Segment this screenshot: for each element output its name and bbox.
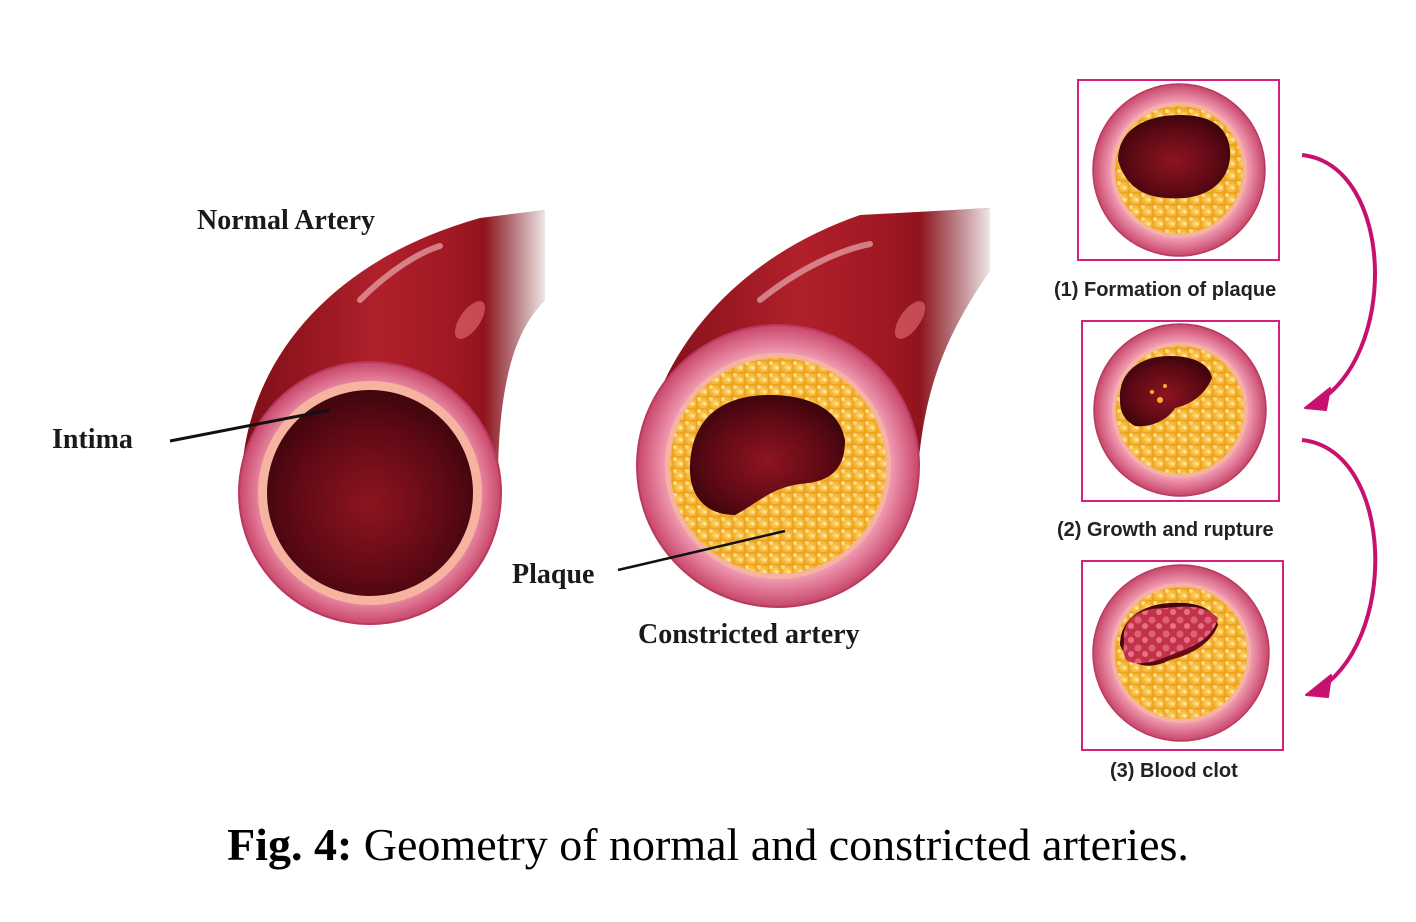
stage-3-panel (1081, 560, 1284, 751)
normal-artery-label: Normal Artery (197, 205, 376, 236)
figure-caption-text: Geometry of normal and constricted arter… (352, 819, 1189, 870)
stage-3-label: (3) Blood clot (1110, 760, 1238, 782)
arrow-stage-1-to-2 (1301, 153, 1377, 407)
plaque-leader-line (617, 529, 786, 572)
stage-2-lumen (1119, 356, 1212, 427)
stage-2-panel (1081, 320, 1280, 502)
arrow-stage-2-to-3 (1301, 438, 1378, 694)
normal-artery-illustration (238, 210, 545, 625)
stage-1-lumen (1118, 115, 1231, 199)
constricted-artery-label: Constricted artery (638, 619, 860, 650)
normal-artery-lumen (267, 390, 473, 596)
intima-label: Intima (52, 424, 133, 455)
intima-leader-line (169, 408, 331, 443)
figure-caption: Fig. 4: Geometry of normal and constrict… (0, 818, 1416, 871)
stage-3-blood-clot (1123, 606, 1218, 664)
plaque-label: Plaque (512, 559, 595, 590)
stage-1-panel (1077, 79, 1280, 261)
stage-2-label: (2) Growth and rupture (1057, 519, 1274, 541)
figure-caption-prefix: Fig. 4: (227, 819, 353, 870)
constricted-artery-lumen (690, 395, 845, 515)
constricted-artery-illustration (636, 208, 990, 608)
progression-arrows (1301, 153, 1378, 698)
stage-1-label: (1) Formation of plaque (1054, 279, 1277, 301)
